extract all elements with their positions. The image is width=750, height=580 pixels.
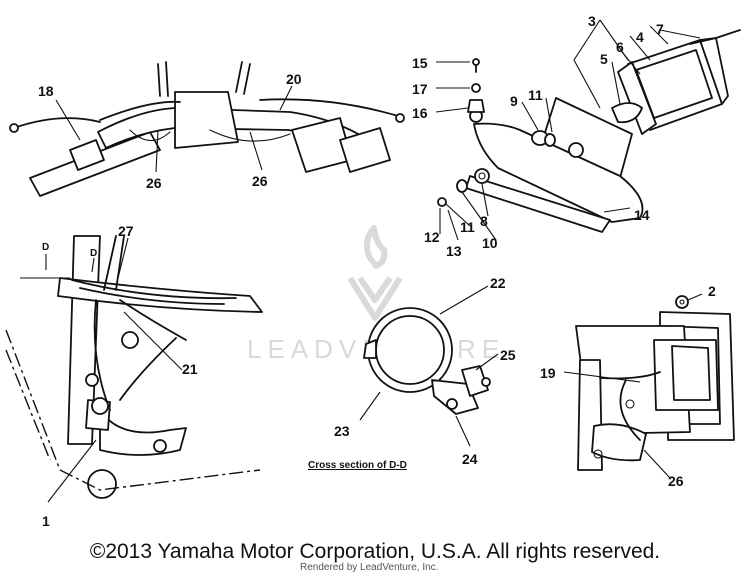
- callout-3: 3: [588, 13, 596, 29]
- callout-22: 22: [490, 275, 506, 291]
- leadventure-logo-icon: [347, 225, 403, 321]
- callout-9: 9: [510, 93, 518, 109]
- callout-12: 12: [424, 229, 440, 245]
- leader-lines: [20, 19, 703, 503]
- section-marker-d-right: D: [90, 248, 97, 259]
- callout-1: 1: [42, 513, 50, 529]
- callout-21: 21: [182, 361, 198, 377]
- callout-27: 27: [118, 223, 134, 239]
- callout-26a: 26: [146, 175, 162, 191]
- callout-18: 18: [38, 83, 54, 99]
- callout-24: 24: [462, 451, 478, 467]
- callout-23: 23: [334, 423, 350, 439]
- callout-13: 13: [446, 243, 462, 259]
- callout-25: 25: [500, 347, 516, 363]
- callout-15: 15: [412, 55, 428, 71]
- callout-14: 14: [634, 207, 650, 223]
- callout-11b: 11: [460, 219, 475, 235]
- handlebar-assembly: [9, 61, 405, 197]
- rendered-by-credit: Rendered by LeadVenture, Inc.: [300, 562, 439, 573]
- copyright-notice: ©2013 Yamaha Motor Corporation, U.S.A. A…: [89, 540, 661, 563]
- callout-26b: 26: [252, 173, 268, 189]
- frame-section: [5, 235, 263, 499]
- callout-5: 5: [600, 51, 608, 67]
- callout-11a: 11: [528, 87, 543, 103]
- callout-2: 2: [708, 283, 716, 299]
- clamp-cross-section: [363, 307, 491, 415]
- callout-26c: 26: [668, 473, 684, 489]
- callout-labels: 1 2 3 4 5 6 7 8 9 10 11 11 12 13 14 15 1…: [38, 13, 716, 529]
- taillight-assembly: [437, 29, 741, 233]
- callout-10: 10: [482, 235, 498, 251]
- section-marker-d-left: D: [42, 242, 49, 253]
- callout-7: 7: [656, 21, 664, 37]
- section-caption: Cross section of D-D: [308, 460, 407, 471]
- callout-20: 20: [286, 71, 302, 87]
- callout-4: 4: [636, 29, 644, 45]
- callout-6: 6: [616, 39, 624, 55]
- callout-16: 16: [412, 105, 428, 121]
- callout-17: 17: [412, 81, 428, 97]
- callout-19: 19: [540, 365, 556, 381]
- rear-fender-assembly: [575, 295, 735, 471]
- callout-8: 8: [480, 213, 488, 229]
